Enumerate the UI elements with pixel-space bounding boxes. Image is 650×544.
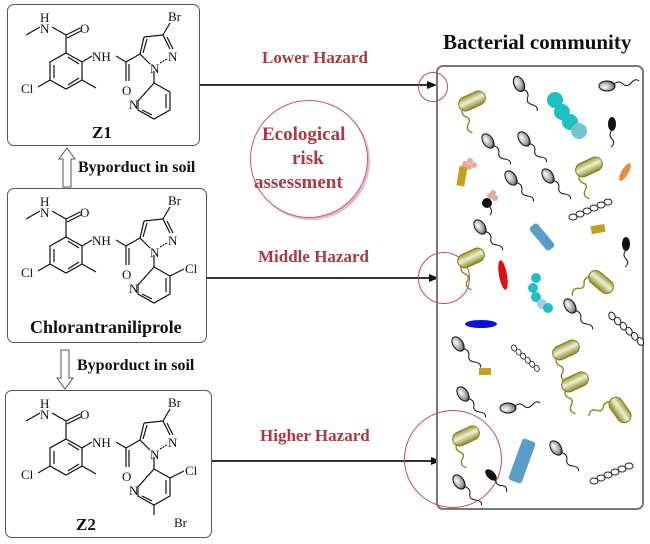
atom-label: O bbox=[80, 21, 89, 36]
z1-label: Z1 bbox=[92, 123, 112, 142]
ecological-risk-assessment-circle bbox=[250, 100, 368, 218]
atom-label: H bbox=[40, 10, 49, 25]
atom-label: N bbox=[150, 245, 160, 260]
atom-label: N bbox=[129, 97, 139, 112]
up-arrow-icon bbox=[58, 147, 76, 188]
parent-compound-box: H N O NH O Cl Br N N N Cl Chlorantranili… bbox=[7, 188, 207, 343]
middle-hazard-highlight-ring bbox=[418, 252, 470, 304]
higher-hazard-label: Higher Hazard bbox=[260, 426, 370, 445]
chlorantraniliprole-structure: H N O NH O Cl Br N N N Cl bbox=[21, 193, 198, 304]
atom-label: N bbox=[150, 447, 160, 462]
atom-label: N bbox=[129, 281, 139, 296]
atom-label: NH bbox=[92, 233, 111, 248]
byproduct-label-z2: Byporduct in soil bbox=[77, 357, 195, 374]
z2-structure: H N O NH O Cl Br N N N Cl Br bbox=[21, 395, 198, 530]
atom-label: N bbox=[168, 435, 178, 450]
atom-label: Cl bbox=[21, 81, 34, 96]
atom-label: N bbox=[40, 205, 50, 220]
atom-label: Br bbox=[168, 9, 182, 24]
atom-label: Br bbox=[174, 515, 188, 530]
atom-label: Br bbox=[168, 395, 182, 410]
atom-label: O bbox=[80, 407, 89, 422]
atom-label: Br bbox=[168, 193, 182, 208]
atom-label: H bbox=[40, 396, 49, 411]
higher-hazard-arrow bbox=[212, 460, 434, 462]
atom-label: N bbox=[40, 407, 50, 422]
higher-hazard-highlight-ring bbox=[404, 410, 502, 508]
atom-label: N bbox=[168, 233, 178, 248]
atom-label: Cl bbox=[185, 261, 198, 276]
middle-hazard-arrow bbox=[207, 277, 432, 279]
assessment-line-2: risk bbox=[292, 148, 324, 169]
assessment-line-1: Ecological bbox=[262, 124, 346, 145]
atom-label: O bbox=[122, 267, 131, 282]
atom-label: N bbox=[168, 49, 178, 64]
atom-label: O bbox=[80, 205, 89, 220]
z1-structure: H N O NH O Cl Br N N N bbox=[21, 9, 182, 120]
atom-label: H bbox=[40, 194, 49, 209]
atom-label: NH bbox=[92, 435, 111, 450]
atom-label: Cl bbox=[21, 265, 34, 280]
bacterial-community-title: Bacterial community bbox=[443, 30, 632, 54]
atom-label: N bbox=[129, 483, 139, 498]
z2-compound-box: H N O NH O Cl Br N N N Cl Br Z2 bbox=[5, 390, 212, 538]
atom-label: O bbox=[122, 469, 131, 484]
down-arrow-icon bbox=[56, 349, 74, 390]
atom-label: Cl bbox=[21, 467, 34, 482]
lower-hazard-highlight-ring bbox=[418, 72, 448, 102]
atom-label: O bbox=[122, 83, 131, 98]
middle-hazard-label: Middle Hazard bbox=[258, 247, 369, 266]
atom-label: NH bbox=[92, 49, 111, 64]
z1-compound-box: H N O NH O Cl Br N N N Z1 bbox=[7, 4, 200, 146]
chlorantraniliprole-label: Chlorantraniliprole bbox=[30, 317, 182, 337]
atom-label: Cl bbox=[185, 463, 198, 478]
byproduct-label-z1: Byporduct in soil bbox=[78, 159, 196, 176]
lower-hazard-label: Lower Hazard bbox=[262, 48, 368, 67]
atom-label: N bbox=[150, 61, 160, 76]
atom-label: N bbox=[40, 21, 50, 36]
assessment-line-3: assessment bbox=[254, 172, 343, 193]
lower-hazard-arrow bbox=[200, 84, 430, 86]
z2-label: Z2 bbox=[76, 515, 96, 534]
